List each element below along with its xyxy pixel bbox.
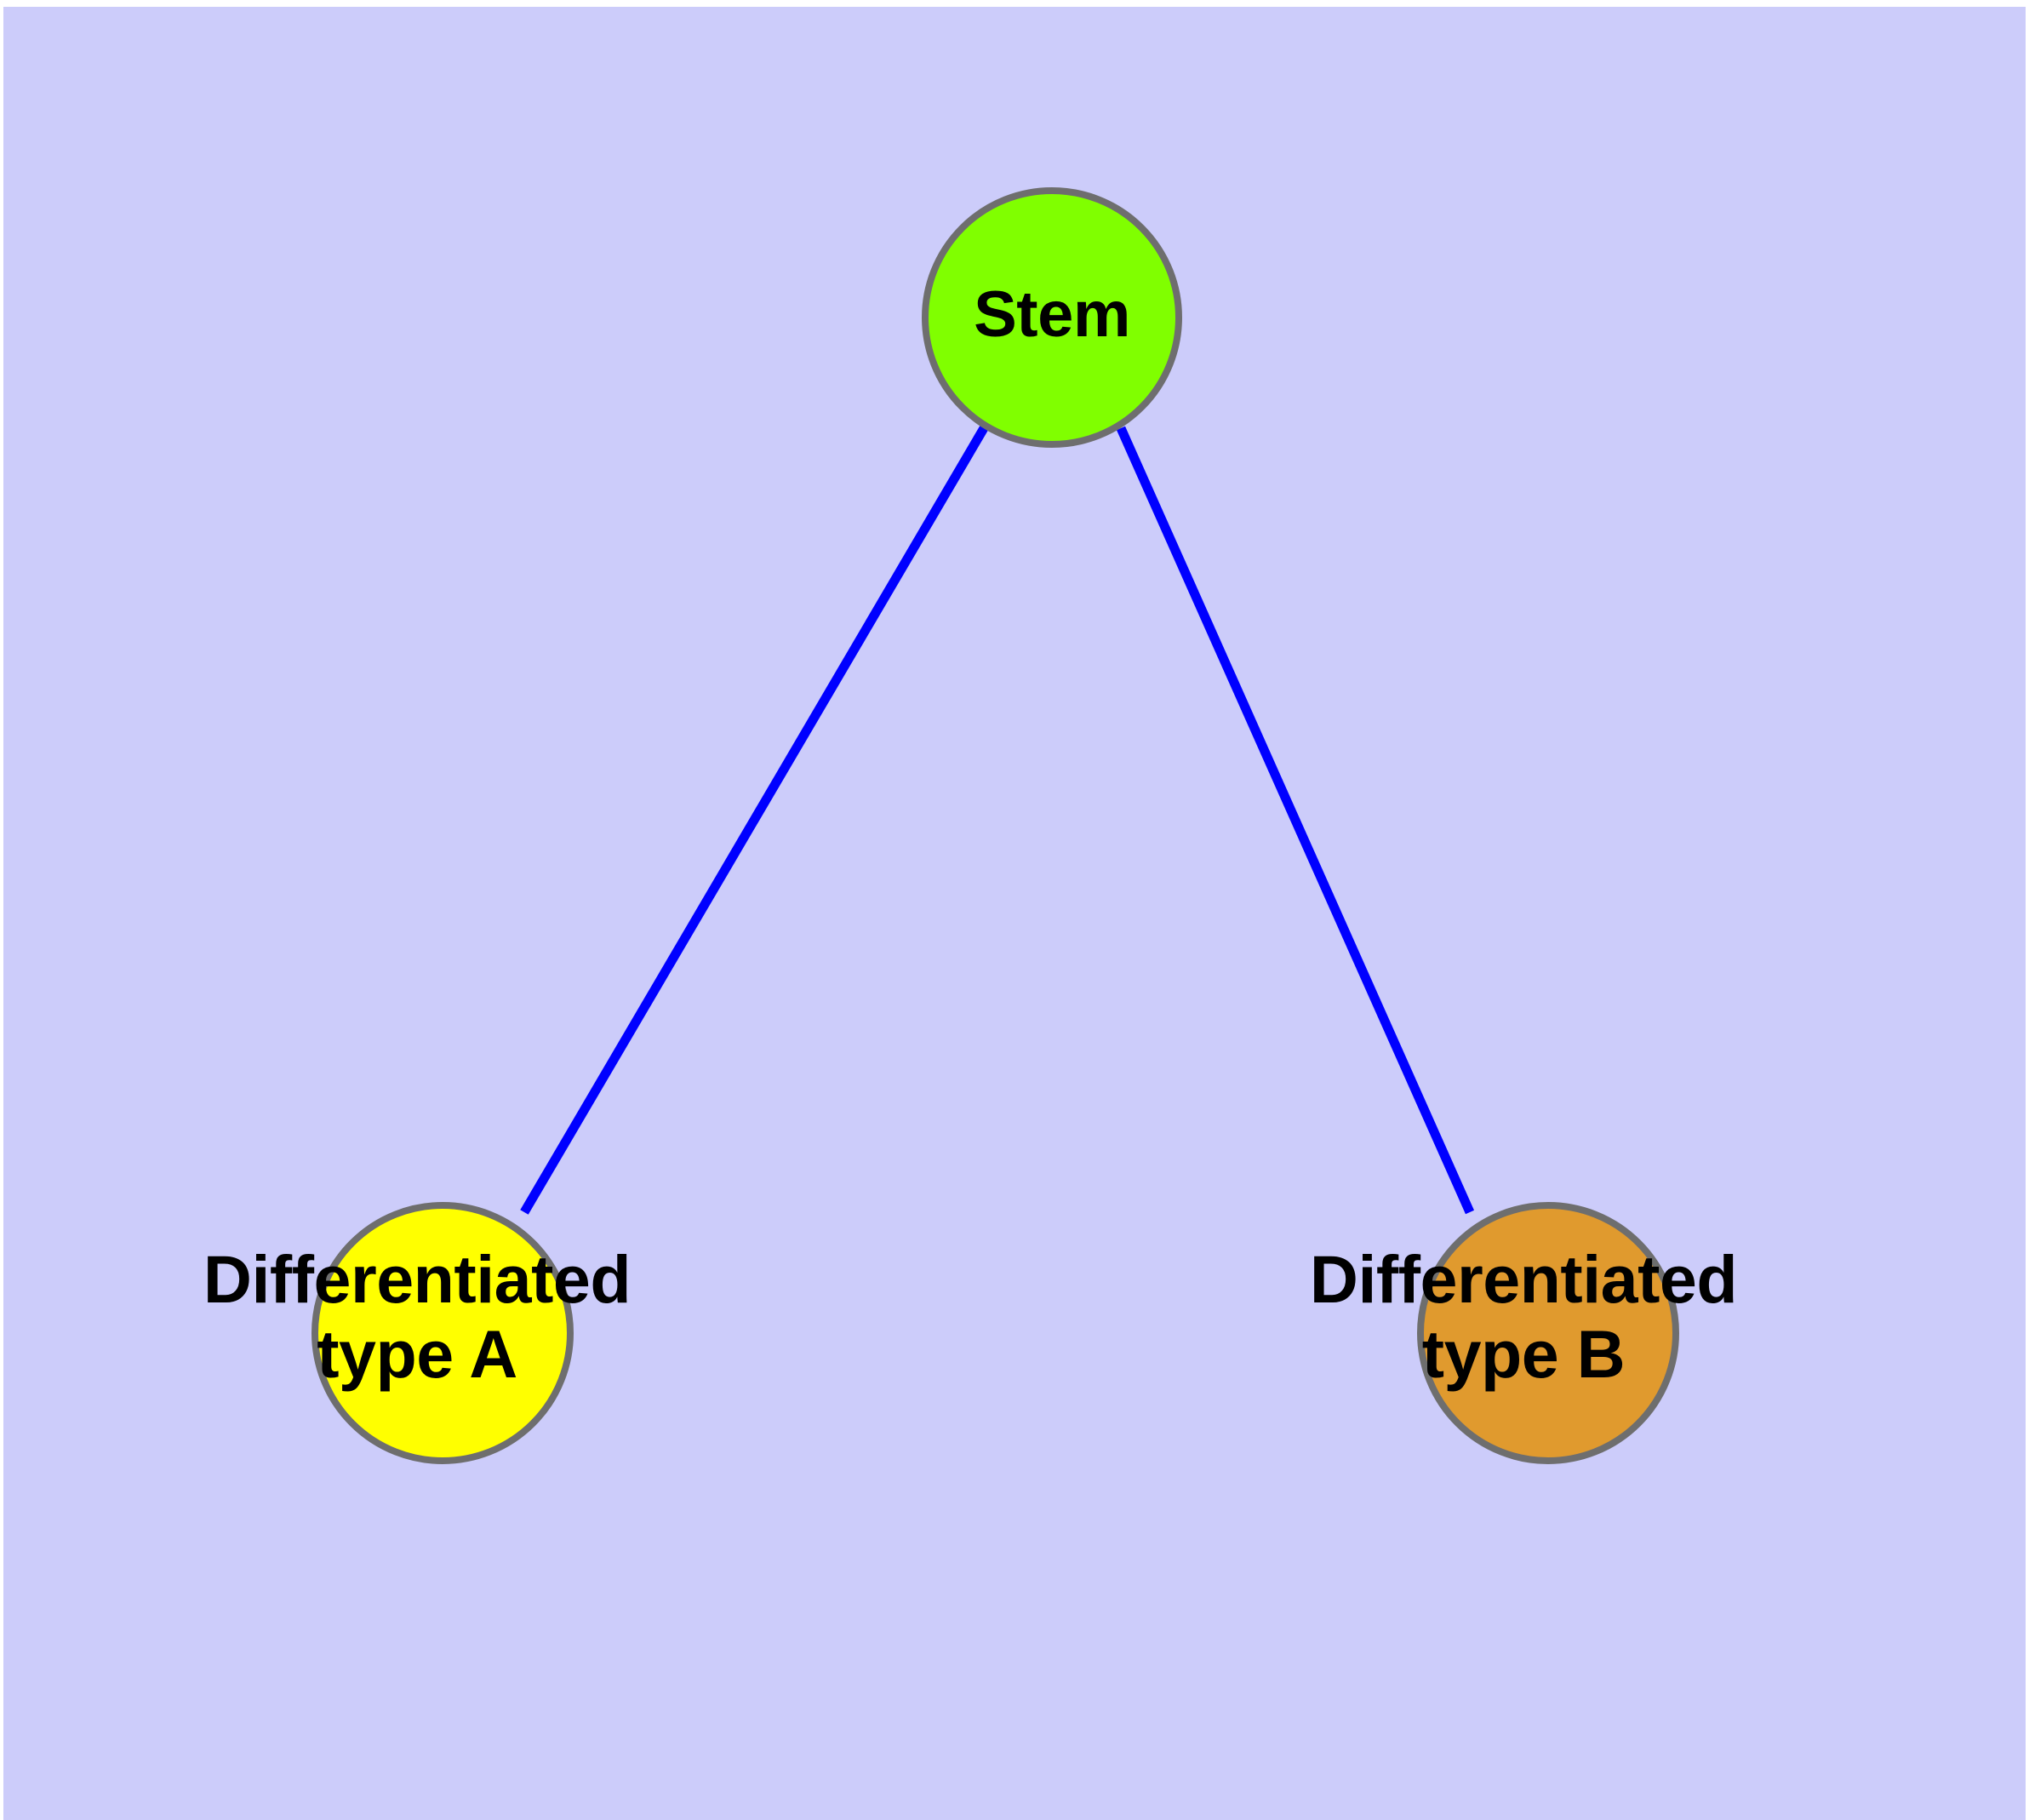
graph-node-differentiated-type-a[interactable] bbox=[311, 1202, 574, 1464]
edge-stem-to-differentiated-type-b[interactable] bbox=[1116, 426, 1475, 1215]
graph-node-stem[interactable] bbox=[922, 187, 1182, 448]
edge-stem-to-differentiated-type-a[interactable] bbox=[520, 426, 988, 1215]
graph-node-differentiated-type-b[interactable] bbox=[1417, 1202, 1679, 1464]
